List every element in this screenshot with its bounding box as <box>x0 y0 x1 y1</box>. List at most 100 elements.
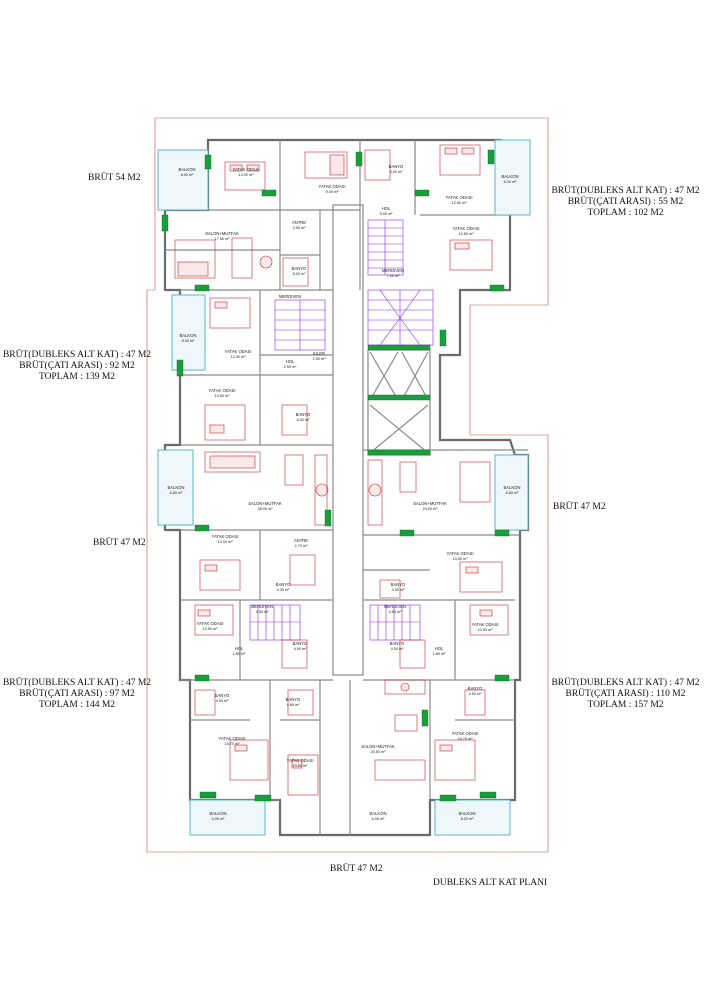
room-name: YATAK ODASI <box>209 388 236 393</box>
room-name: SALON+MUTFAK <box>248 501 282 506</box>
room-area: 2.50 m² <box>284 365 298 369</box>
room-area: 13.50 m² <box>215 394 231 398</box>
room-area: 3.50 m² <box>293 226 307 230</box>
room-name: BANYO <box>390 641 405 646</box>
room-name: YATAK ODASI <box>452 731 479 736</box>
room-name: HOL <box>235 646 244 651</box>
room-name: HOL <box>286 359 295 364</box>
site-boundary-line <box>146 117 549 853</box>
room-area: 2.70 m² <box>295 544 309 548</box>
area-label-top-left: BRÜT 54 M2 <box>88 173 141 183</box>
room-name: BANYO <box>276 582 291 587</box>
room-name: BANYO <box>292 266 307 271</box>
room-name: MERDIVEN <box>382 268 404 273</box>
room-area: 4.30 m² <box>277 588 291 592</box>
room-area: 6.60 m² <box>506 491 520 495</box>
room-area: 6.00 m² <box>504 180 518 184</box>
room-name: YATAK ODASI <box>219 736 246 741</box>
room-name: BANYO <box>293 641 308 646</box>
room-area: 15.70 m² <box>458 737 474 741</box>
room-name: SALON+MUTFAK <box>205 231 239 236</box>
room-area: 6.00 m² <box>212 817 226 821</box>
room-name: BANYO <box>296 412 311 417</box>
room-area: 10.50 m² <box>478 628 494 632</box>
area-label-center-right: BRÜT 47 M2 <box>553 502 606 512</box>
room-area: 4.50 m² <box>392 588 406 592</box>
room-name: BALKON <box>504 485 521 490</box>
room-area: 12.00 m² <box>231 355 247 359</box>
exterior-wall <box>163 138 530 837</box>
room-name: BANYO <box>286 697 301 702</box>
room-area: 4.50 m² <box>216 699 230 703</box>
room-name: BANYO <box>468 686 483 691</box>
room-name: BANYO <box>215 693 230 698</box>
furniture <box>174 144 509 796</box>
room-name: YATAK ODASI <box>446 195 473 200</box>
core-corridor <box>332 204 364 676</box>
room-area: 13.50 m² <box>453 557 469 561</box>
room-area: 4.50 m² <box>256 610 270 614</box>
room-name: YATAK ODASI <box>287 758 314 763</box>
room-name: YATAK ODASI <box>233 167 260 172</box>
elevator-shaft-x <box>369 351 429 454</box>
room-name: ANTRE <box>292 220 306 225</box>
room-name: KILER <box>313 351 325 356</box>
windows <box>161 149 510 802</box>
room-area: 25.50 m² <box>371 750 387 754</box>
room-name: MERDIVEN <box>279 294 301 299</box>
room-name: YATAK ODASI <box>197 621 224 626</box>
area-line: TOPLAM : 139 M2 <box>38 372 116 382</box>
room-name: ANTRE <box>294 538 308 543</box>
room-area: 1.80 m² <box>233 652 247 656</box>
room-area: 4.50 m² <box>294 647 308 651</box>
stair-upper-right <box>367 219 404 276</box>
room-area: 4.80 m² <box>287 703 301 707</box>
room-name: BANYO <box>391 582 406 587</box>
area-line: BRÜT(DUBLEKS ALT KAT) : 47 M2 <box>2 350 152 360</box>
internal-partitions <box>165 140 528 835</box>
room-area: 6.80 m² <box>170 491 184 495</box>
room-area: 4.50 m² <box>469 692 483 696</box>
area-line: TOPLAM : 102 M2 <box>587 208 664 218</box>
area-line: BRÜT(ÇATI ARASI) : 97 M2 <box>19 689 135 699</box>
stair-left-lower <box>249 604 301 641</box>
stairs-group <box>249 219 434 641</box>
area-line: TOPLAM : 144 M2 <box>38 700 116 710</box>
room-name: YATAK ODASI <box>212 534 239 539</box>
balconies <box>157 139 531 836</box>
room-area: 4.50 m² <box>391 647 405 651</box>
area-line: BRÜT(ÇATI ARASI) : 110 M2 <box>565 689 686 699</box>
area-line: TOPLAM : 157 M2 <box>587 700 664 710</box>
room-area: 9.00 m² <box>326 190 340 194</box>
room-name: BALKON <box>502 174 519 179</box>
room-name: BANYO <box>389 164 404 169</box>
area-line: BRÜT(DUBLEKS ALT KAT) : 47 M2 <box>2 678 152 688</box>
room-name: HOL <box>382 206 391 211</box>
area-line: BRÜT(DUBLEKS ALT KAT) : 47 M2 <box>551 678 700 688</box>
area-label-center-left: BRÜT 47 M2 <box>93 538 146 548</box>
area-block-bottom-right: BRÜT(DUBLEKS ALT KAT) : 47 M2 BRÜT(ÇATI … <box>548 678 703 711</box>
area-line: BRÜT(ÇATI ARASI) : 92 M2 <box>19 361 135 371</box>
room-area: 5.00 m² <box>380 212 394 216</box>
room-name: SALON+MUTFAK <box>413 501 447 506</box>
room-name: YATAK ODASI <box>319 184 346 189</box>
room-name: YATAK ODASI <box>453 226 480 231</box>
room-name: YATAK ODASI <box>225 349 252 354</box>
plan-title: DUBLEKS ALT KAT PLANI <box>433 878 548 888</box>
room-name: HOL <box>435 646 444 651</box>
room-area: 13.50 m² <box>293 764 309 768</box>
room-name: MERDIVEN <box>384 604 406 609</box>
room-area: 15.70 m² <box>225 742 241 746</box>
room-area: 8.00 m² <box>181 173 195 177</box>
room-area: 1.80 m² <box>433 652 447 656</box>
room-area: 6.00 m² <box>372 817 386 821</box>
room-area: 7.00 m² <box>387 274 401 278</box>
room-area: 6.00 m² <box>461 817 475 821</box>
room-name: BALKON <box>179 167 196 172</box>
room-area: 12.90 m² <box>452 201 468 205</box>
stair-right-lower <box>369 604 421 641</box>
room-area: 5.00 m² <box>293 272 307 276</box>
room-area: 13.00 m² <box>239 173 255 177</box>
